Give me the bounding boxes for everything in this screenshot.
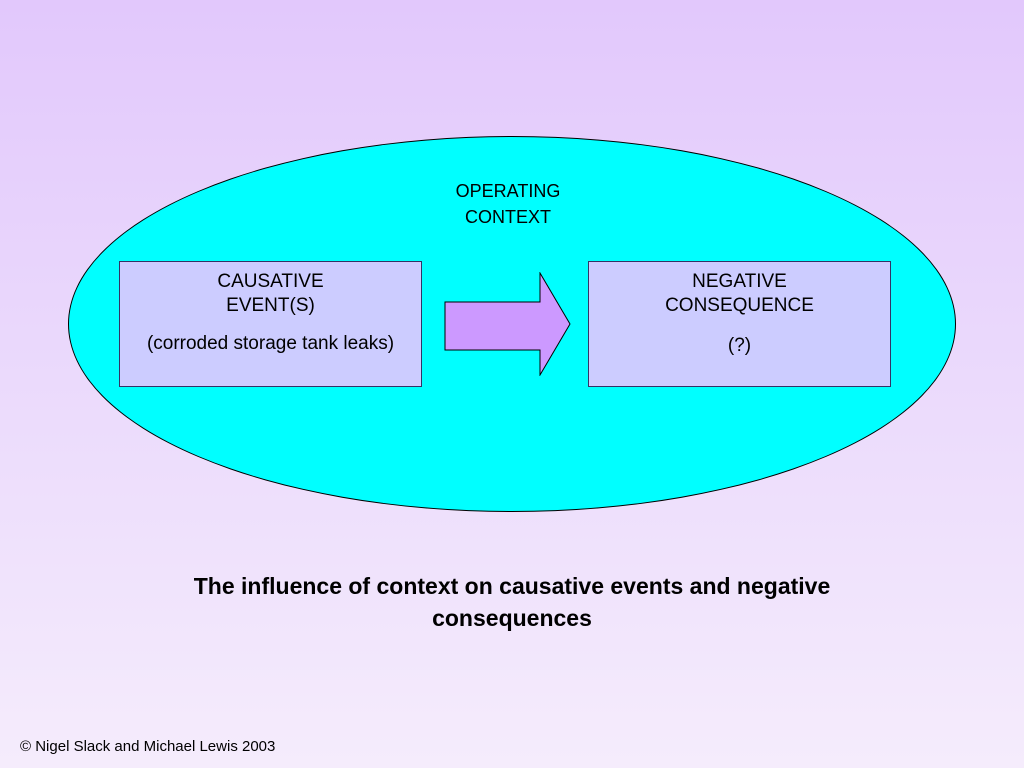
- figure-caption: The influence of context on causative ev…: [193, 573, 831, 631]
- operating-context-label: OPERATING CONTEXT: [398, 178, 618, 230]
- consequence-title-line1: NEGATIVE: [692, 271, 787, 292]
- causative-event-box: CAUSATIVE EVENT(S) (corroded storage tan…: [119, 261, 422, 387]
- negative-consequence-box: NEGATIVE CONSEQUENCE (?): [588, 261, 891, 387]
- context-label-line1: OPERATING: [455, 181, 561, 201]
- negative-consequence-detail: (?): [727, 335, 752, 356]
- causative-title-line2: EVENT(S): [226, 295, 315, 316]
- causative-event-detail: (corroded storage tank leaks): [146, 333, 395, 354]
- context-label-line2: CONTEXT: [464, 207, 551, 227]
- negative-consequence-title: NEGATIVE CONSEQUENCE: [589, 270, 890, 318]
- causative-title-line1: CAUSATIVE: [217, 271, 324, 292]
- copyright-notice: © Nigel Slack and Michael Lewis 2003: [20, 738, 276, 755]
- causative-event-title: CAUSATIVE EVENT(S): [120, 270, 421, 318]
- consequence-title-line2: CONSEQUENCE: [665, 295, 814, 316]
- right-arrow-icon: [444, 272, 571, 376]
